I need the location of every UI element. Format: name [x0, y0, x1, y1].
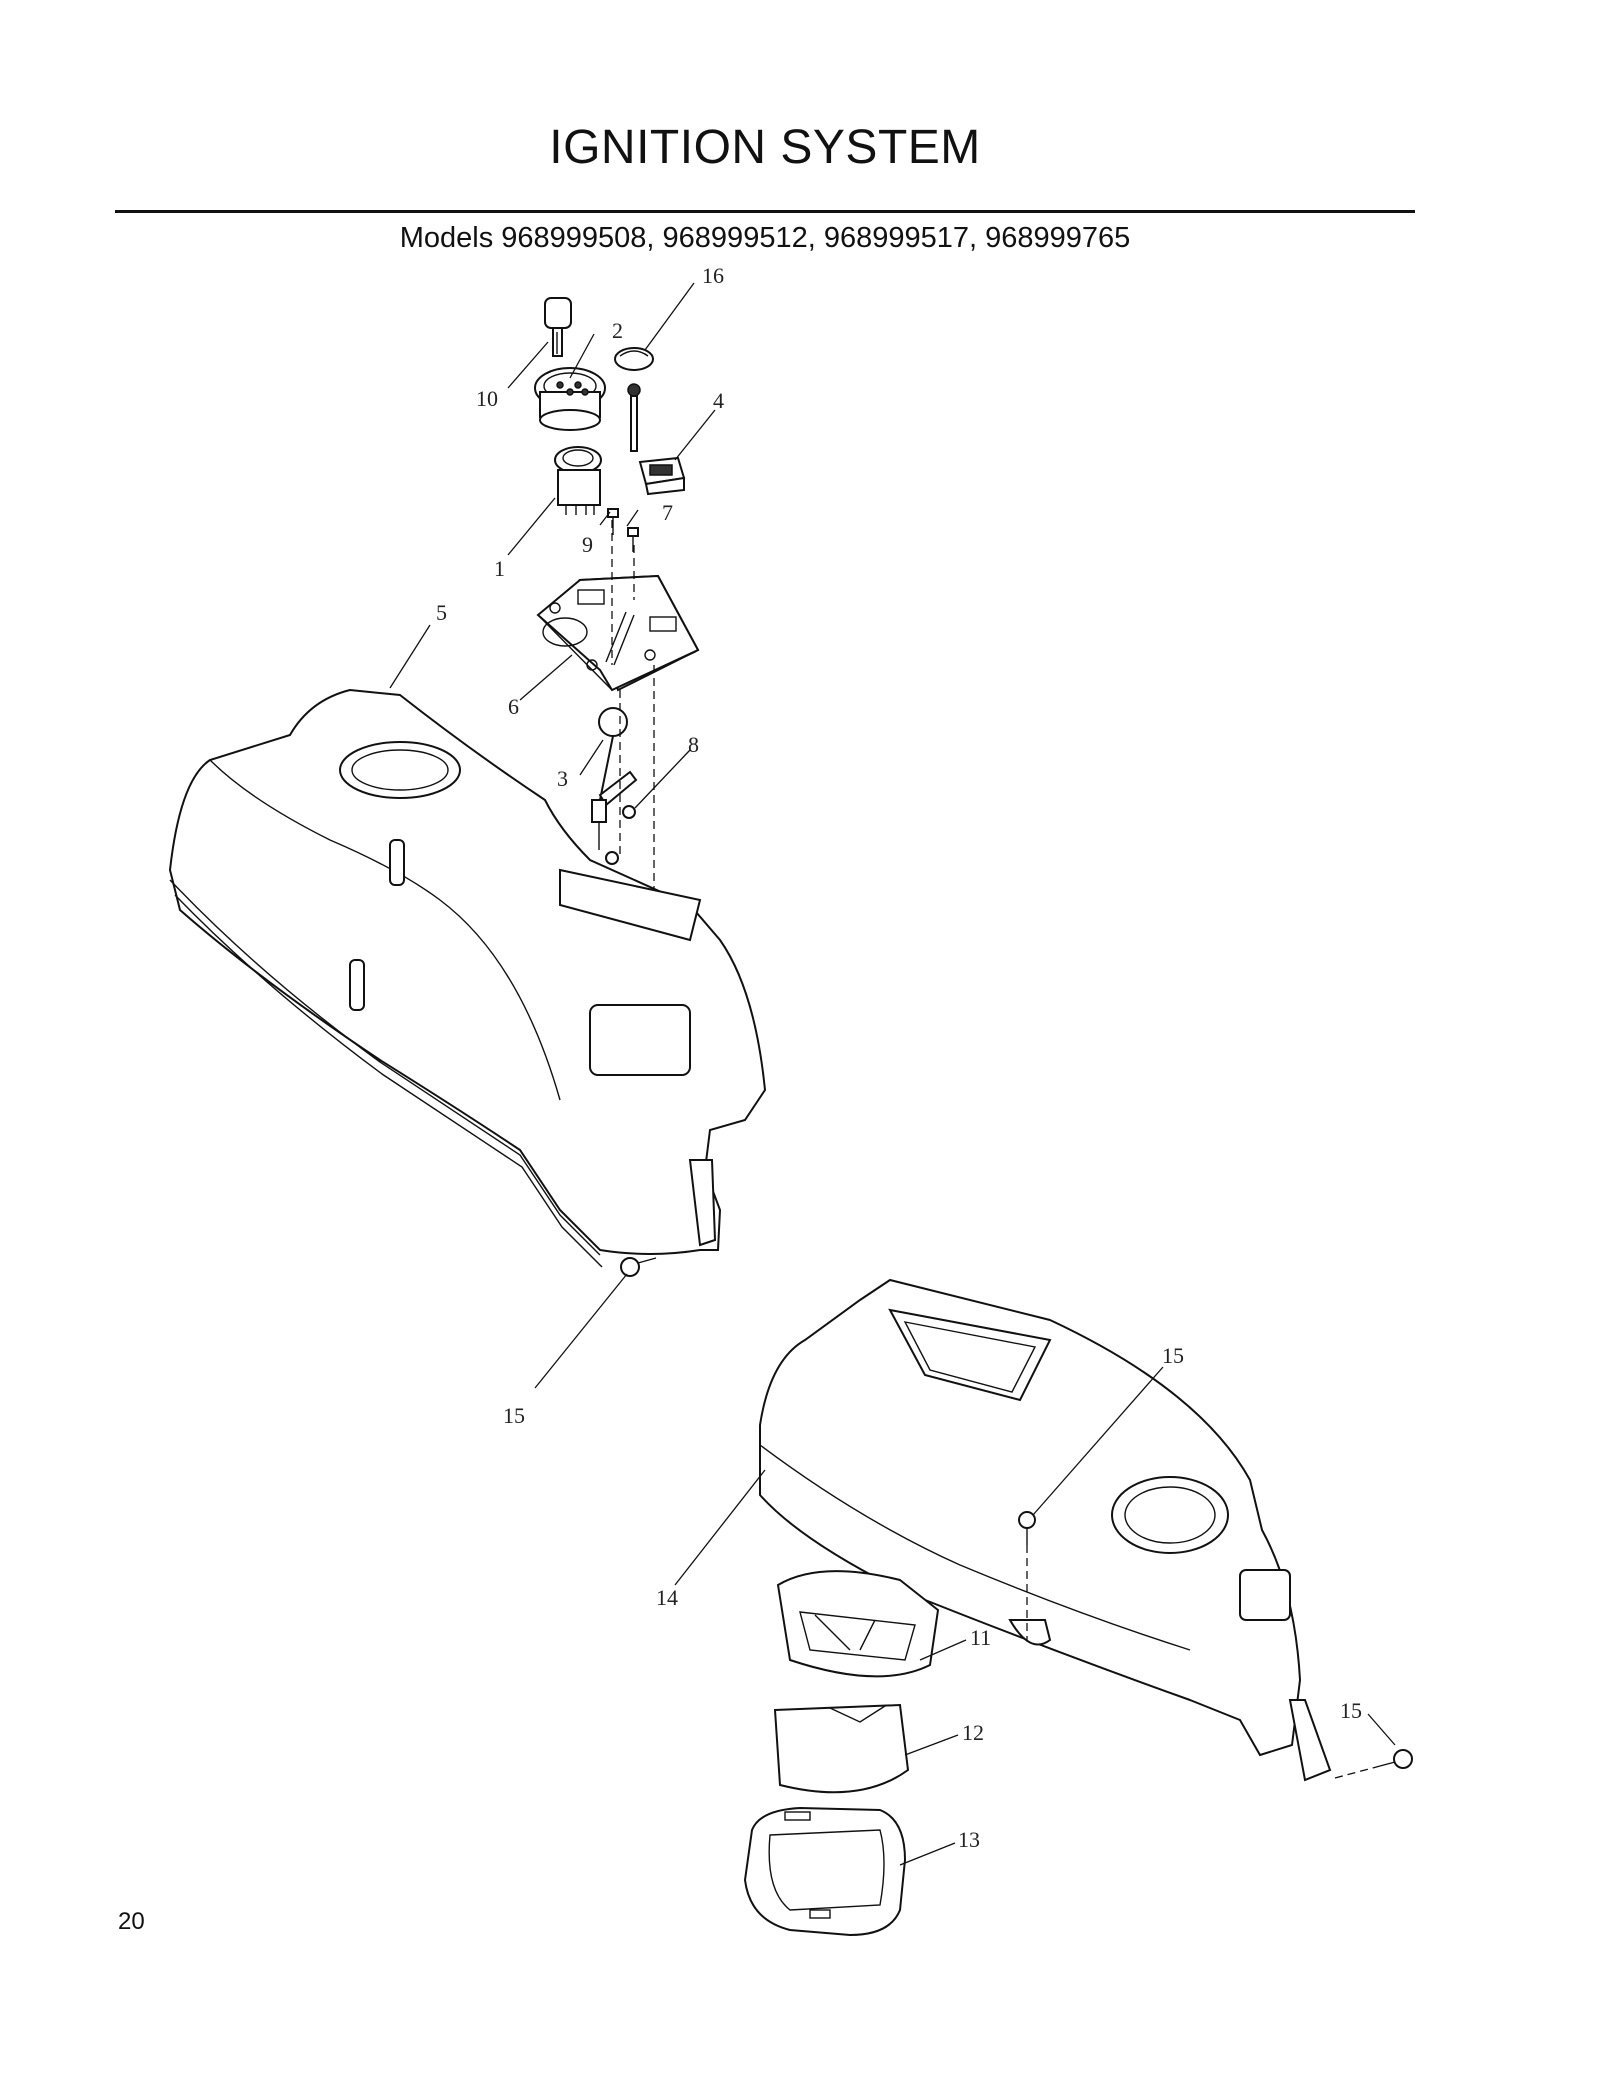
title-divider: [115, 210, 1415, 213]
callout-5: 5: [436, 600, 447, 625]
leader-lines: [389, 282, 1396, 1866]
bolt-lower-center: [1018, 1511, 1036, 1545]
cup-holder-bezel: [743, 1806, 907, 1937]
callout-numbers: 1 2 3 4 5 6 7 8 9 10 11 12 13 14 15 15 1…: [436, 263, 1362, 1852]
cup-holder-liner: [773, 1703, 910, 1794]
callout-15-upper: 15: [503, 1403, 525, 1428]
ignition-key: [544, 297, 572, 357]
throttle-lever: [591, 707, 638, 850]
callout-3: 3: [557, 766, 568, 791]
console-body-upper: [168, 688, 767, 1268]
callout-12: 12: [962, 1720, 984, 1745]
ignition-switch: [534, 367, 606, 431]
pto-switch: [554, 446, 602, 515]
dash-plate: [536, 574, 700, 692]
callout-1: 1: [494, 556, 505, 581]
callout-13: 13: [958, 1827, 980, 1852]
small-screws: [607, 508, 639, 552]
nuts: [605, 805, 636, 865]
models-line: Models 968999508, 968999512, 968999517, …: [399, 222, 1131, 254]
callout-11: 11: [970, 1625, 991, 1650]
console-body-lower: [759, 1278, 1332, 1782]
bolt-upper: [620, 1257, 657, 1277]
choke-knob-and-cable: [614, 347, 654, 452]
callout-16: 16: [702, 263, 724, 288]
callout-14: 14: [656, 1585, 678, 1610]
page-title: IGNITION SYSTEM: [549, 121, 981, 174]
callout-2: 2: [612, 318, 623, 343]
callout-15-center: 15: [1162, 1343, 1184, 1368]
interlock-switch: [638, 456, 686, 496]
callout-4: 4: [713, 388, 724, 413]
page-number: 20: [118, 1908, 145, 1935]
callout-9: 9: [582, 532, 593, 557]
callout-7: 7: [662, 500, 673, 525]
callout-8: 8: [688, 732, 699, 757]
callout-10: 10: [476, 386, 498, 411]
callout-6: 6: [508, 694, 519, 719]
callout-15-right: 15: [1340, 1698, 1362, 1723]
bolt-lower-right: [1379, 1749, 1413, 1769]
cup-holder-insert: [776, 1570, 940, 1678]
